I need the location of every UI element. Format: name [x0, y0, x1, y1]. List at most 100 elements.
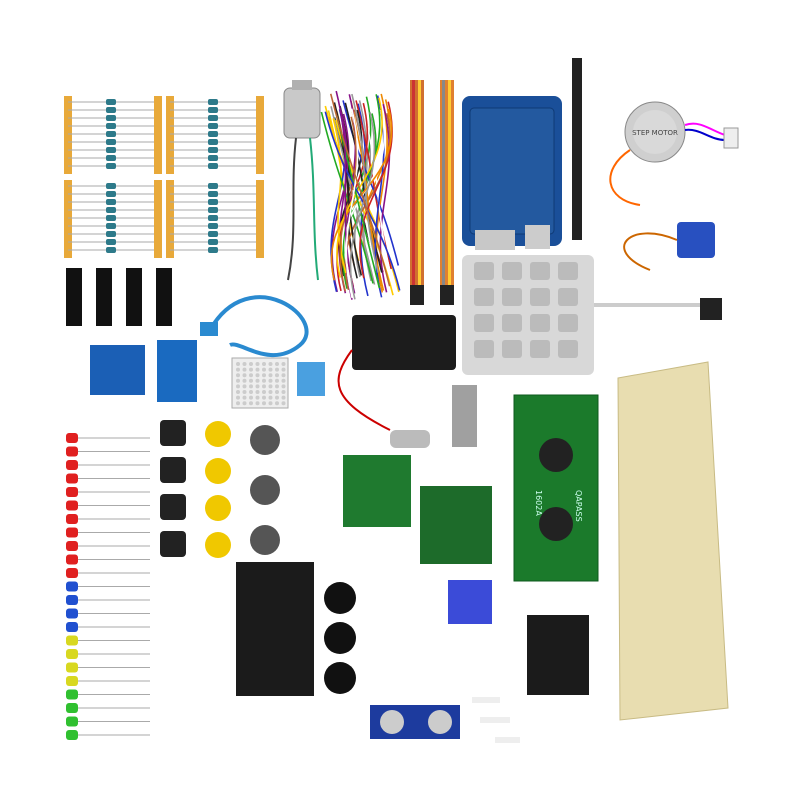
keypad-key: [530, 340, 550, 358]
led: [66, 501, 78, 511]
push-button: [160, 457, 186, 483]
matrix-dot: [249, 396, 253, 400]
led: [66, 514, 78, 524]
matrix-dot: [249, 390, 253, 394]
matrix-dot: [269, 401, 273, 405]
led: [66, 474, 78, 484]
led: [66, 541, 78, 551]
buzzer: [324, 662, 356, 694]
matrix-dot: [275, 373, 279, 377]
matrix-dot: [275, 384, 279, 388]
matrix-dot: [256, 368, 260, 372]
led: [66, 649, 78, 659]
matrix-dot: [262, 390, 266, 394]
matrix-dot: [249, 368, 253, 372]
matrix-dot: [269, 368, 273, 372]
matrix-dot: [256, 362, 260, 366]
keypad-key: [558, 340, 578, 358]
keypad-key: [530, 288, 550, 306]
keypad-key: [502, 340, 522, 358]
matrix-dot: [269, 373, 273, 377]
led-matrix: [232, 358, 288, 408]
matrix-dot: [275, 396, 279, 400]
matrix-dot: [256, 384, 260, 388]
matrix-dot: [249, 384, 253, 388]
matrix-dot: [256, 396, 260, 400]
led: [66, 568, 78, 578]
led: [66, 433, 78, 443]
matrix-dot: [243, 390, 247, 394]
pir-sensor-board: [343, 455, 411, 527]
matrix-dot: [282, 368, 286, 372]
keypad-key: [558, 288, 578, 306]
matrix-dot: [262, 379, 266, 383]
matrix-dot: [236, 384, 240, 388]
matrix-dot: [275, 401, 279, 405]
led: [66, 717, 78, 727]
led: [66, 609, 78, 619]
matrix-dot: [262, 373, 266, 377]
push-button: [160, 531, 186, 557]
matrix-dot: [282, 401, 286, 405]
matrix-dot: [275, 362, 279, 366]
matrix-dot: [243, 401, 247, 405]
matrix-dot: [236, 373, 240, 377]
led: [66, 703, 78, 713]
matrix-dot: [243, 379, 247, 383]
matrix-dot: [275, 368, 279, 372]
arduino-board: [462, 96, 562, 250]
stepper-motor-label: STEP MOTOR: [632, 129, 678, 137]
ic-chip: [96, 268, 112, 326]
led: [66, 663, 78, 673]
seven-segment-display: [452, 385, 477, 447]
keypad-key: [558, 314, 578, 332]
matrix-dot: [262, 384, 266, 388]
matrix-dot: [282, 390, 286, 394]
potentiometer-knob: [205, 421, 231, 447]
potentiometer: [250, 525, 280, 555]
matrix-dot: [282, 396, 286, 400]
matrix-dot: [243, 384, 247, 388]
relay-module: [90, 340, 197, 402]
matrix-dot: [282, 384, 286, 388]
relay-board: [527, 615, 589, 695]
matrix-dot: [236, 362, 240, 366]
matrix-dot: [249, 362, 253, 366]
matrix-dot: [275, 379, 279, 383]
matrix-dot: [262, 396, 266, 400]
led: [66, 582, 78, 592]
matrix-dot: [269, 390, 273, 394]
led: [66, 487, 78, 497]
matrix-dot: [243, 373, 247, 377]
keypad-key: [474, 340, 494, 358]
matrix-dot: [269, 362, 273, 366]
matrix-dot: [275, 390, 279, 394]
matrix-dot: [282, 379, 286, 383]
matrix-dot: [269, 384, 273, 388]
led: [66, 528, 78, 538]
keypad-key: [474, 314, 494, 332]
keypad-key: [502, 262, 522, 280]
matrix-dot: [282, 362, 286, 366]
led: [66, 595, 78, 605]
matrix-dot: [256, 390, 260, 394]
power-supply-module: [236, 562, 314, 696]
matrix-dot: [243, 368, 247, 372]
buzzer: [324, 622, 356, 654]
matrix-dot: [269, 396, 273, 400]
potentiometer-knob: [205, 458, 231, 484]
breadboard: [618, 362, 728, 720]
matrix-dot: [282, 373, 286, 377]
led: [66, 690, 78, 700]
matrix-dot: [249, 401, 253, 405]
keypad-key: [474, 288, 494, 306]
lcd-label: 1602A: [534, 490, 543, 516]
keypad-key: [530, 262, 550, 280]
matrix-dot: [236, 390, 240, 394]
ic-chip: [126, 268, 142, 326]
dht-sensor: [297, 362, 325, 396]
push-button: [160, 420, 186, 446]
led: [66, 730, 78, 740]
led: [66, 636, 78, 646]
